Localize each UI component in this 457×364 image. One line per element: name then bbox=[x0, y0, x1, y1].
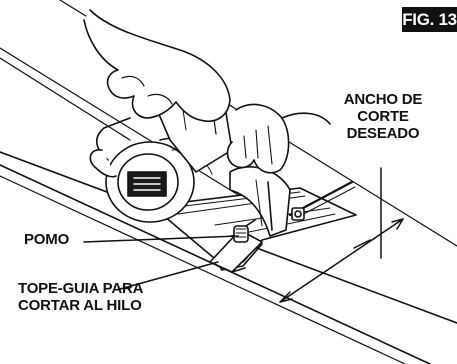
knob-label: POMO bbox=[24, 231, 70, 248]
label-line: ANCHO DE bbox=[343, 91, 423, 108]
hands bbox=[83, 9, 331, 174]
guide-rod bbox=[288, 180, 356, 221]
figure-number-badge: FIG. 13 bbox=[402, 7, 457, 32]
label-line: DESEADO bbox=[346, 124, 420, 142]
motor-housing bbox=[89, 117, 213, 223]
rip-guide-label: TOPE-GUIA PARA CORTAR AL HILO bbox=[18, 280, 144, 315]
knob-part bbox=[233, 225, 249, 243]
label-line: TOPE-GUIA PARA bbox=[18, 280, 144, 297]
label-line: CORTAR AL HILO bbox=[18, 296, 142, 314]
desired-cut-width-label: ANCHO DE CORTE DESEADO bbox=[328, 91, 438, 142]
width-dimension-arrow bbox=[279, 218, 404, 303]
label-line: CORTE bbox=[357, 107, 409, 125]
leader-lines bbox=[83, 167, 382, 290]
blade-guard bbox=[229, 166, 291, 237]
